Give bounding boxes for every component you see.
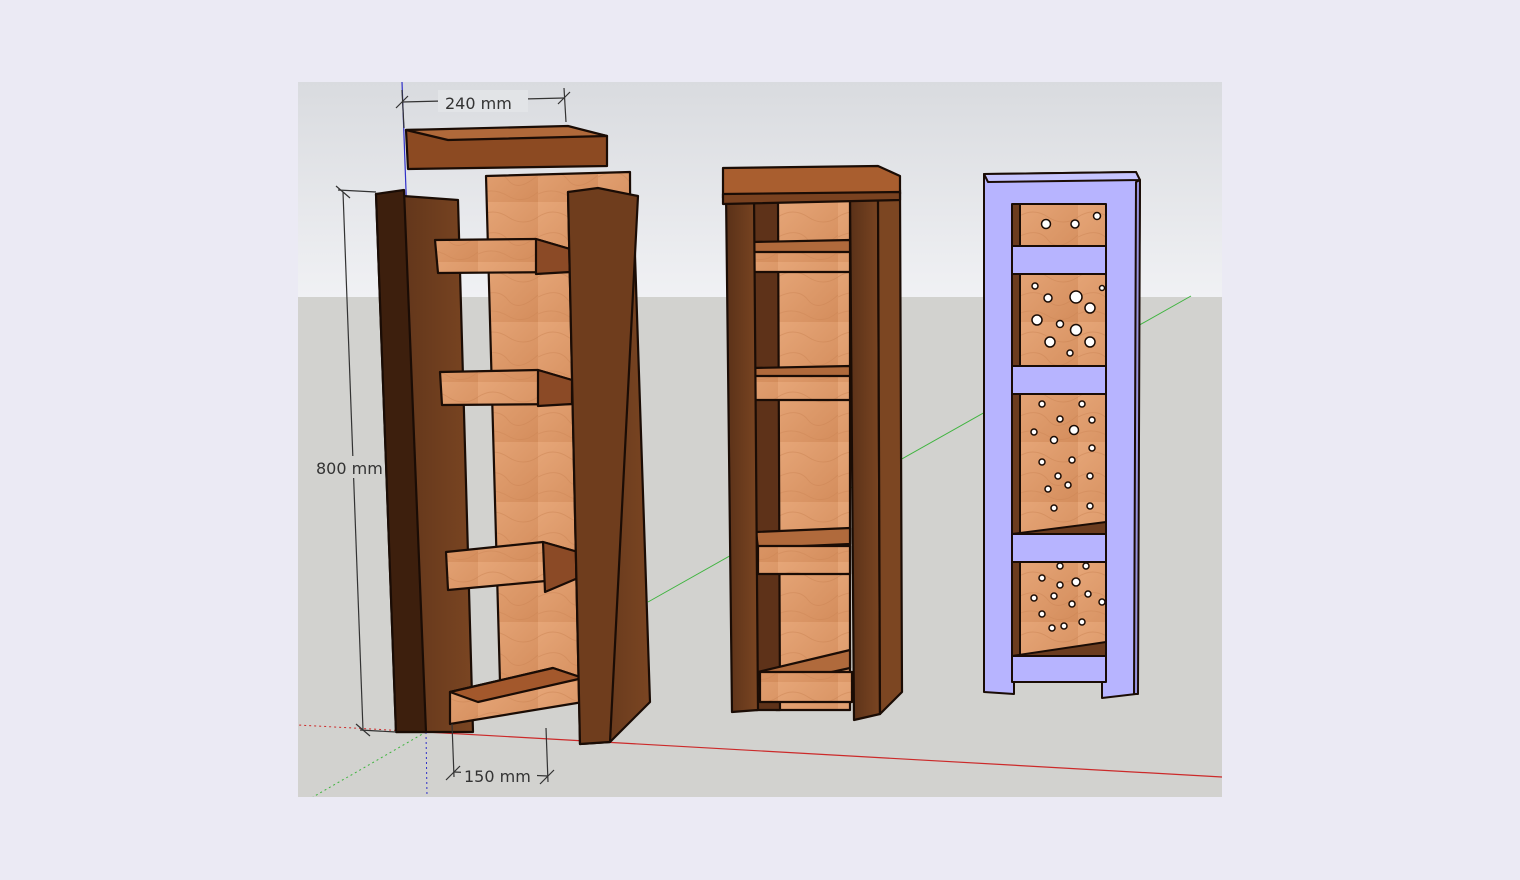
assembled-back-panel bbox=[774, 198, 852, 712]
assembled-shelf-1 bbox=[750, 238, 852, 274]
height-dimension-label: 800 mm bbox=[316, 459, 383, 478]
exploded-assembly[interactable] bbox=[374, 124, 652, 746]
assembled-shelf-4 bbox=[756, 648, 854, 704]
assembled-left-side bbox=[724, 190, 760, 714]
blue-axis-dotted bbox=[425, 731, 428, 797]
left-side-edge bbox=[374, 188, 428, 734]
shelf-1 bbox=[433, 237, 572, 276]
compartment-3 bbox=[1011, 393, 1107, 535]
compartment-2 bbox=[1011, 273, 1107, 367]
lid-top-face bbox=[404, 124, 609, 142]
painted-frame-top bbox=[983, 171, 1141, 183]
compartment-4 bbox=[1011, 561, 1107, 657]
assembled-right-side-edge bbox=[876, 188, 904, 716]
painted-insect-hotel[interactable] bbox=[983, 171, 1141, 699]
shelf-2 bbox=[438, 368, 574, 408]
width-dimension-label: 240 mm bbox=[445, 94, 512, 113]
assembled-shelf-2 bbox=[750, 364, 852, 402]
crossbar-3 bbox=[1011, 533, 1107, 563]
crossbar-1 bbox=[1011, 245, 1107, 275]
assembled-top-front bbox=[721, 190, 902, 206]
crossbar-4 bbox=[1011, 655, 1107, 683]
compartment-1 bbox=[1011, 203, 1107, 247]
crossbar-2 bbox=[1011, 365, 1107, 395]
assembled-right-side bbox=[848, 190, 882, 722]
assembled-shelf-3 bbox=[754, 526, 852, 576]
3d-model-viewport[interactable]: 240 mm 800 mm 150 mm bbox=[298, 82, 1222, 797]
green-axis-dotted bbox=[312, 731, 427, 797]
depth-dimension-label: 150 mm bbox=[464, 767, 531, 786]
red-axis bbox=[425, 731, 1222, 778]
assembled-box[interactable] bbox=[721, 164, 904, 722]
shelf-3 bbox=[444, 540, 580, 594]
right-side-edge bbox=[566, 186, 640, 746]
painted-frame-side bbox=[1133, 179, 1141, 695]
drilled-holes bbox=[1030, 211, 1106, 632]
